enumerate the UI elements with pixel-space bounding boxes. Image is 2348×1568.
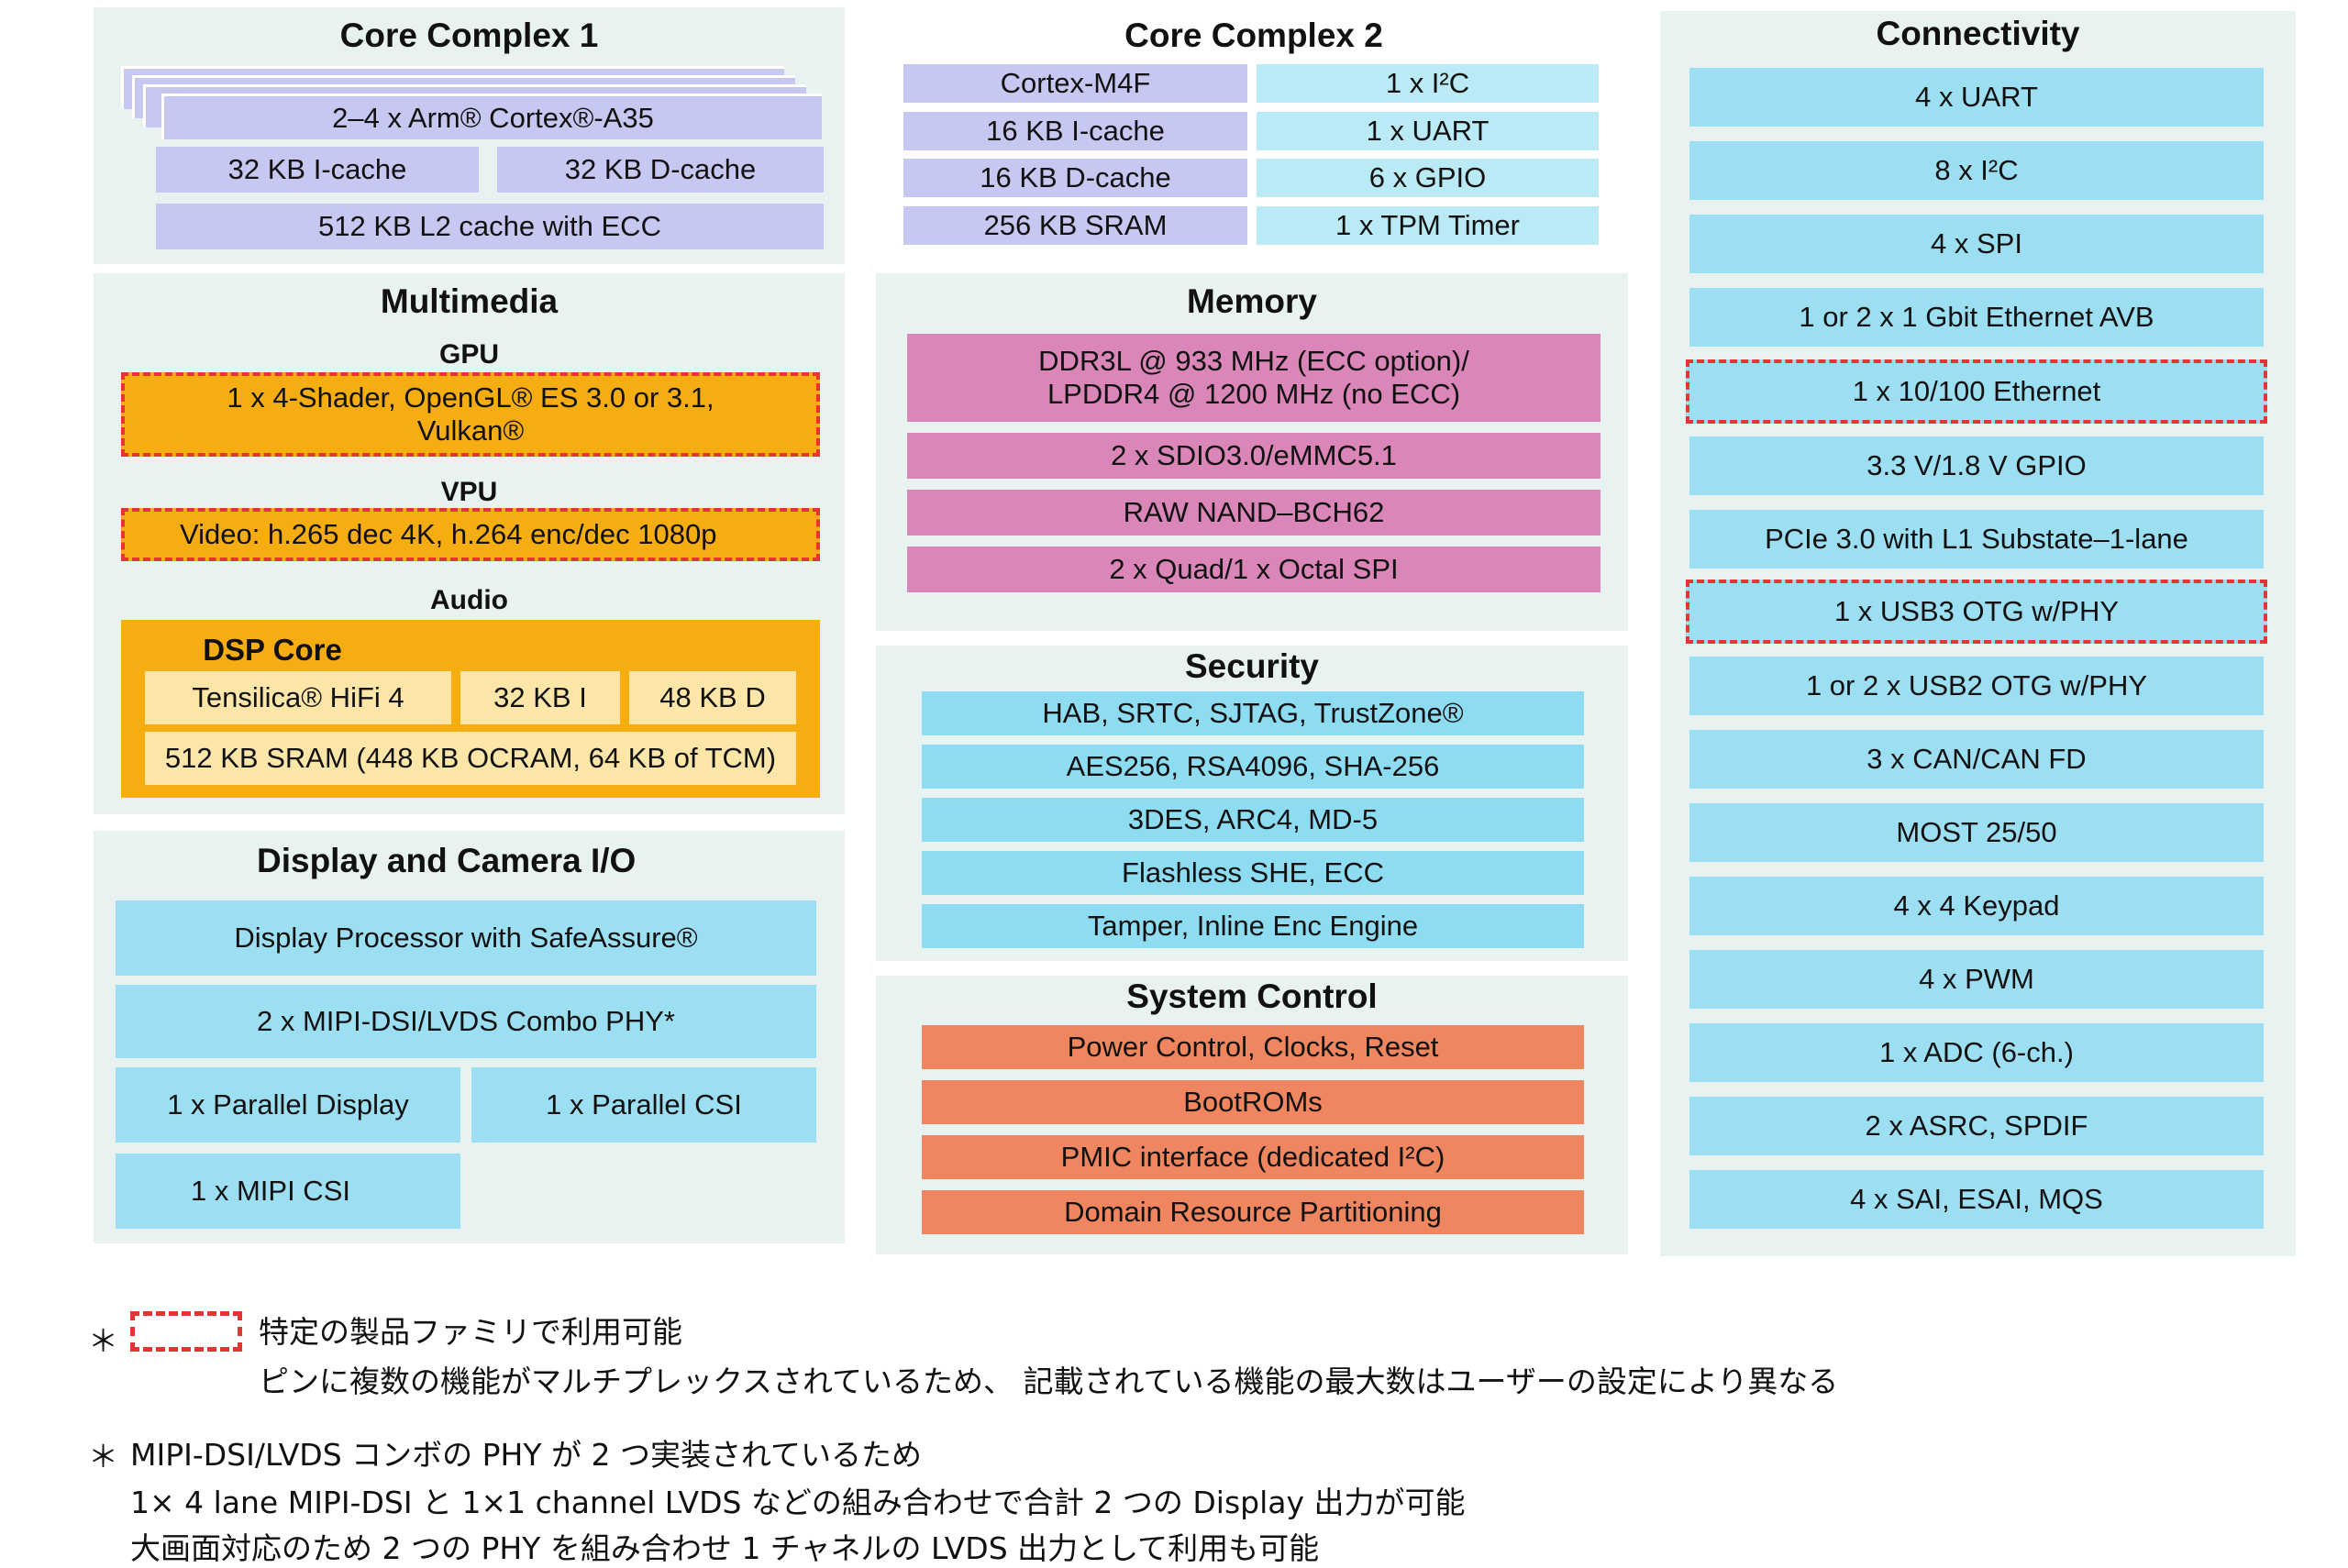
core2-right-item: 1 x UART	[1257, 112, 1599, 150]
connectivity-item: MOST 25/50	[1689, 803, 2264, 862]
display-processor-box: Display Processor with SafeAssure®	[116, 900, 816, 976]
l2-cache-box: 512 KB L2 cache with ECC	[156, 204, 824, 249]
core2-right-item: 1 x TPM Timer	[1257, 206, 1599, 245]
system-control-title: System Control	[1126, 977, 1378, 1015]
connectivity-item: 4 x UART	[1689, 68, 2264, 127]
footnote-line-1: 特定の製品ファミリで利用可能	[259, 1314, 682, 1350]
sdio-emmc-box: 2 x SDIO3.0/eMMC5.1	[907, 433, 1600, 479]
quad-octal-spi-box: 2 x Quad/1 x Octal SPI	[907, 547, 1600, 592]
footnote-line-5: 大画面対応のため 2 つの PHY を組み合わせ 1 チャネルの LVDS 出力…	[130, 1530, 1320, 1566]
dsp-icache-box: 32 KB I	[460, 671, 620, 724]
arm-cortex-a35-box: 2–4 x Arm® Cortex®-A35	[161, 94, 822, 139]
core1-icache-box: 32 KB I-cache	[156, 147, 479, 193]
system-item: Domain Resource Partitioning	[922, 1190, 1584, 1234]
core2-right-item: 1 x I²C	[1257, 64, 1599, 103]
dsp-sram-box: 512 KB SRAM (448 KB OCRAM, 64 KB of TCM)	[145, 732, 796, 785]
connectivity-item: 3.3 V/1.8 V GPIO	[1689, 436, 2264, 495]
dashed-highlight-legend	[130, 1311, 242, 1352]
connectivity-item-highlighted: 1 x 10/100 Ethernet	[1686, 359, 2267, 424]
core2-left-item: 16 KB D-cache	[903, 159, 1247, 197]
parallel-csi-box: 1 x Parallel CSI	[471, 1067, 816, 1143]
security-item: Flashless SHE, ECC	[922, 851, 1584, 895]
connectivity-item: 1 x ADC (6-ch.)	[1689, 1023, 2264, 1082]
connectivity-item: 4 x 4 Keypad	[1689, 877, 2264, 935]
dsp-dcache-box: 48 KB D	[629, 671, 796, 724]
core2-left-item: Cortex-M4F	[903, 64, 1247, 103]
security-item: HAB, SRTC, SJTAG, TrustZone®	[922, 691, 1584, 735]
core-complex-1-title: Core Complex 1	[339, 17, 599, 54]
connectivity-item: PCIe 3.0 with L1 Substate–1-lane	[1689, 510, 2264, 569]
gpu-label: GPU	[438, 339, 499, 370]
footnote-star-2: ＊	[88, 1439, 118, 1474]
footnote-line-2: ピンに複数の機能がマルチプレックスされているため、 記載されている機能の最大数は…	[259, 1364, 1839, 1399]
security-item: 3DES, ARC4, MD-5	[922, 798, 1584, 842]
multimedia-panel: Multimedia GPU 1 x 4-Shader, OpenGL® ES …	[94, 273, 845, 814]
display-camera-title: Display and Camera I/O	[257, 842, 637, 879]
vpu-label: VPU	[440, 477, 498, 507]
gpu-box: 1 x 4-Shader, OpenGL® ES 3.0 or 3.1, Vul…	[121, 372, 820, 457]
mipi-csi-box: 1 x MIPI CSI	[116, 1154, 460, 1229]
dsp-core-label: DSP Core	[203, 633, 342, 667]
core2-right-item: 6 x GPIO	[1257, 159, 1599, 197]
vpu-box: Video: h.265 dec 4K, h.264 enc/dec 1080p	[121, 508, 820, 561]
footnote-line-3: MIPI-DSI/LVDS コンボの PHY が 2 つ実装されているため	[130, 1437, 922, 1473]
connectivity-panel: Connectivity 4 x UART 8 x I²C 4 x SPI 1 …	[1660, 11, 2296, 1256]
memory-panel: Memory DDR3L @ 933 MHz (ECC option)/ LPD…	[876, 273, 1628, 631]
system-control-panel: System Control Power Control, Clocks, Re…	[876, 976, 1628, 1254]
core2-left-item: 16 KB I-cache	[903, 112, 1247, 150]
display-camera-panel: Display and Camera I/O Display Processor…	[94, 831, 845, 1243]
memory-title: Memory	[1187, 282, 1317, 320]
connectivity-item: 3 x CAN/CAN FD	[1689, 730, 2264, 789]
connectivity-title: Connectivity	[1876, 15, 2080, 52]
connectivity-item: 1 or 2 x 1 Gbit Ethernet AVB	[1689, 288, 2264, 347]
core-complex-1-panel: Core Complex 1 2–4 x Arm® Cortex®-A35 32…	[94, 7, 845, 264]
system-item: BootROMs	[922, 1080, 1584, 1124]
footnote-star-1: ＊	[88, 1323, 118, 1359]
connectivity-item: 2 x ASRC, SPDIF	[1689, 1097, 2264, 1155]
security-item: AES256, RSA4096, SHA-256	[922, 745, 1584, 789]
footnote-line-4: 1× 4 lane MIPI-DSI と 1×1 channel LVDS など…	[130, 1485, 1466, 1520]
core2-left-item: 256 KB SRAM	[903, 206, 1247, 245]
parallel-display-box: 1 x Parallel Display	[116, 1067, 460, 1143]
security-title: Security	[1184, 647, 1319, 685]
system-item: PMIC interface (dedicated I²C)	[922, 1135, 1584, 1179]
system-item: Power Control, Clocks, Reset	[922, 1025, 1584, 1069]
connectivity-item: 4 x PWM	[1689, 950, 2264, 1009]
security-item: Tamper, Inline Enc Engine	[922, 904, 1584, 948]
multimedia-title: Multimedia	[380, 282, 559, 320]
connectivity-item: 8 x I²C	[1689, 141, 2264, 200]
mipi-dsi-lvds-box: 2 x MIPI-DSI/LVDS Combo PHY*	[116, 985, 816, 1058]
connectivity-item: 4 x SAI, ESAI, MQS	[1689, 1170, 2264, 1229]
connectivity-item-highlighted: 1 x USB3 OTG w/PHY	[1686, 580, 2267, 644]
ddr-box: DDR3L @ 933 MHz (ECC option)/ LPDDR4 @ 1…	[907, 334, 1600, 422]
core1-dcache-box: 32 KB D-cache	[497, 147, 824, 193]
tensilica-hifi4-box: Tensilica® HiFi 4	[145, 671, 451, 724]
connectivity-item: 4 x SPI	[1689, 215, 2264, 273]
core-complex-2-title: Core Complex 2	[1124, 17, 1383, 54]
connectivity-item: 1 or 2 x USB2 OTG w/PHY	[1689, 657, 2264, 715]
audio-label: Audio	[430, 585, 508, 615]
raw-nand-box: RAW NAND–BCH62	[907, 490, 1600, 536]
security-panel: Security HAB, SRTC, SJTAG, TrustZone® AE…	[876, 646, 1628, 961]
